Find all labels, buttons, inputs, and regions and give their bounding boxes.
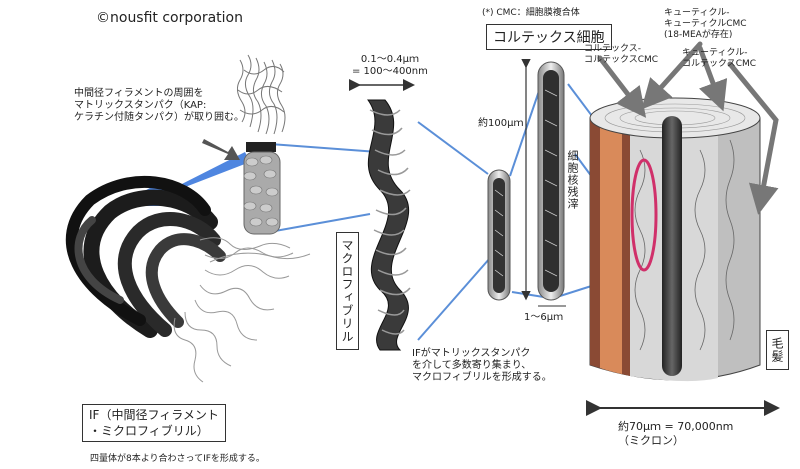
- hair-cylinder: [589, 97, 761, 382]
- length-100-label: 約100μｍ: [478, 118, 524, 129]
- dark-pointer-arrow: [202, 139, 240, 160]
- hair-label: 毛髪: [766, 330, 789, 370]
- microfibril-strands: [236, 54, 286, 135]
- if-title-label: IF（中間径フィラメント ・ミクロフィブリル）: [82, 404, 226, 442]
- cortex-cell-title: コルテックス細胞: [486, 24, 612, 50]
- macrofibril-label: マクロフィブリル: [336, 232, 359, 350]
- cortex-cell-large: [537, 61, 565, 301]
- gray-pointer-arrows: [597, 41, 779, 215]
- cell-width-label: 1～6μｍ: [524, 312, 564, 323]
- if-aggregate-note: IFがマトリックスタンパク を介して多数寄り集まり、 マクロフィブリルを形成する…: [412, 348, 552, 383]
- cortex-cell-small: [487, 169, 511, 301]
- cmc-note: (*) CMC：細胞膜複合体: [482, 8, 580, 18]
- if-subtitle: 四量体が8本より合わさってIFを形成する。: [90, 454, 265, 464]
- nucleus-remnant-label: 細胞核残滓: [566, 150, 579, 210]
- macrofibril-rope: [367, 99, 411, 351]
- macro-size-label: 0.1～0.4μｍ = 100～400nm: [352, 54, 428, 77]
- cuticle-cortex-cmc-label: キューティクル- コルテックスCMC: [682, 48, 757, 69]
- copyright-text: ©nousfit corporation: [96, 10, 243, 26]
- hair-width-label: 約70μｍ = 70,000nm （ミクロン）: [618, 420, 734, 447]
- if-loose-strands: [173, 237, 311, 383]
- microfibril-column: [243, 142, 281, 235]
- cortex-cortex-cmc-label: コルテックス- コルテックスCMC: [584, 44, 659, 65]
- if-bundle: [65, 175, 226, 338]
- cuticle-cuticle-cmc-label: キューティクル- キューティクルCMC (18-MEAが存在): [664, 8, 747, 40]
- kap-note: 中間径フィラメントの周囲を マトリックスタンパク（KAP: ケラチン付随タンパク…: [74, 88, 244, 123]
- highlight-ellipse: [630, 158, 658, 272]
